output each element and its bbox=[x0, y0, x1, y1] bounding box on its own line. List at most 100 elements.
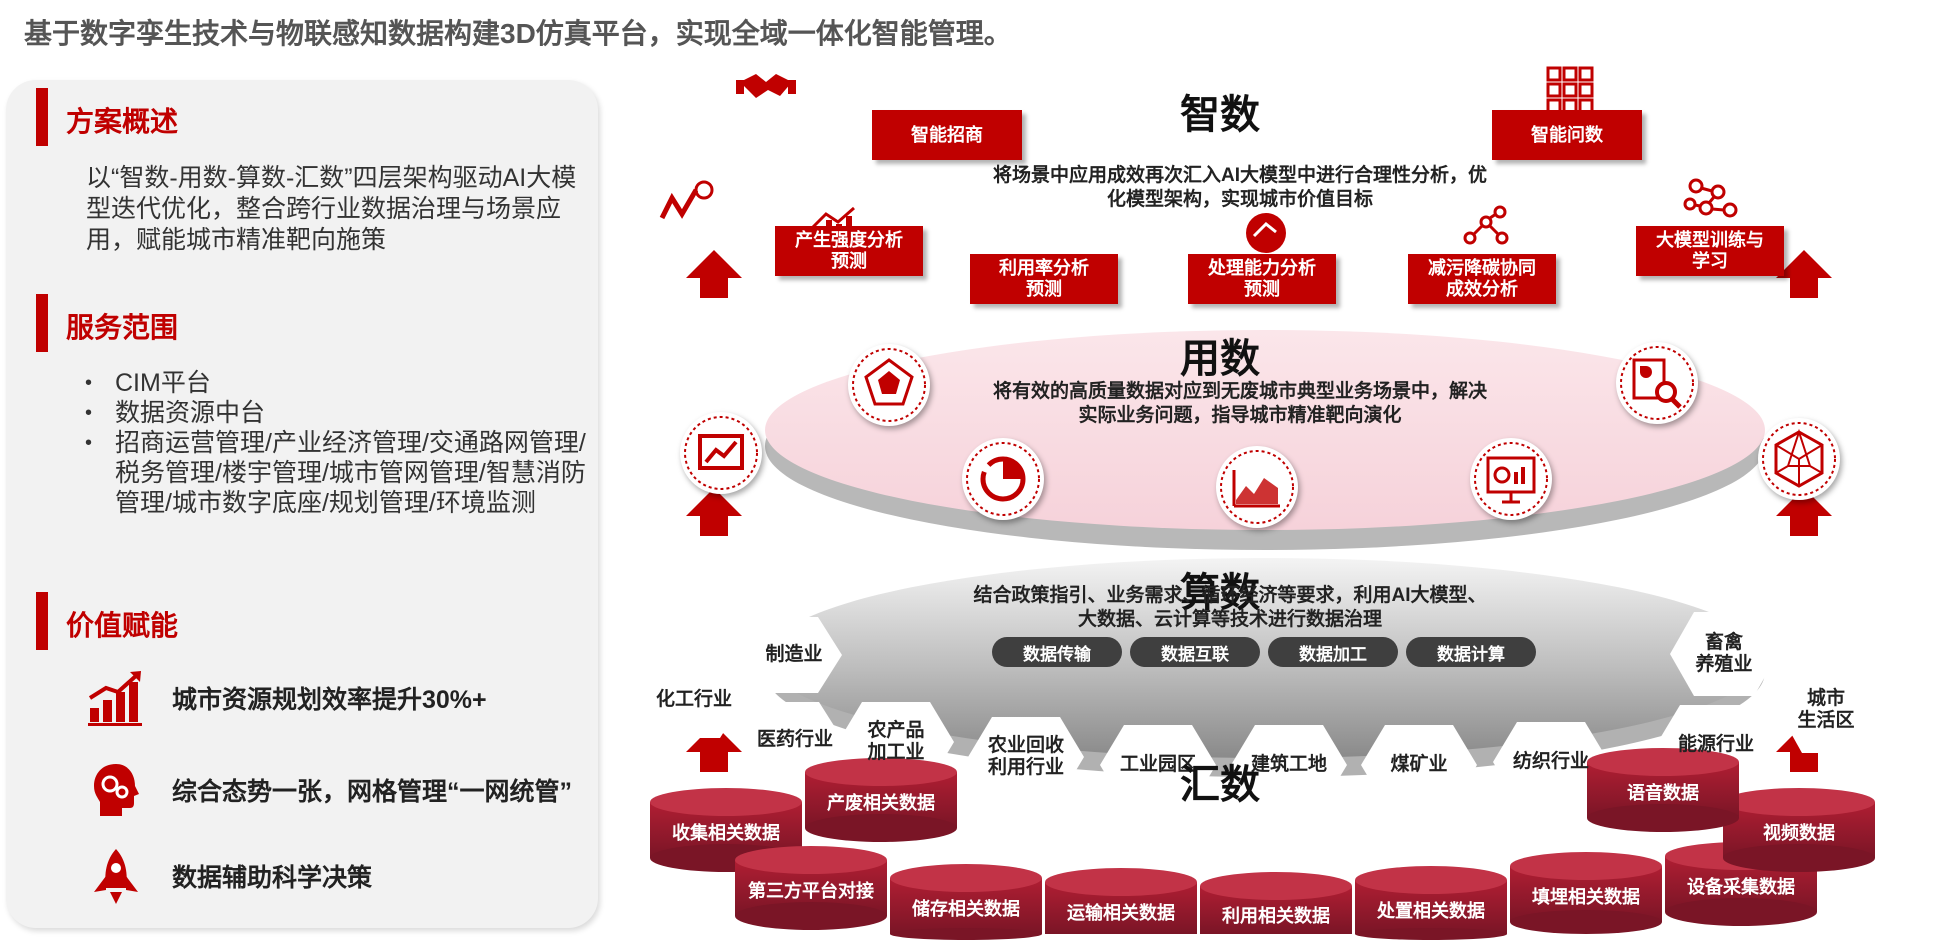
hexagon bbox=[746, 617, 842, 693]
arrow-up-icon bbox=[686, 250, 742, 298]
value-item: 城市资源规划效率提升30%+ bbox=[86, 668, 487, 728]
desc-line: 实际业务问题，指导城市精准靶向演化 bbox=[1078, 405, 1402, 426]
network-icon bbox=[1463, 205, 1509, 245]
value-text: 综合态势一张，网格管理“一网统管” bbox=[172, 778, 573, 806]
data-cylinder bbox=[805, 758, 957, 842]
hexagon bbox=[1493, 722, 1609, 802]
area-chart-icon bbox=[1216, 446, 1298, 528]
yongshu-title: 用数 bbox=[1180, 337, 1260, 381]
suanshu-title: 算数 bbox=[1180, 571, 1260, 615]
value-item: 综合态势一张，网格管理“一网统管” bbox=[86, 760, 572, 820]
desc-line: 结合政策指引、业务需求、循环经济等要求，利用AI大模型、 bbox=[973, 585, 1487, 606]
zhishu-desc: 将场景中应用成效再次汇入AI大模型中进行合理性分析，优 化模型架构，实现城市价值… bbox=[940, 164, 1540, 212]
presentation-icon bbox=[1470, 438, 1552, 520]
data-cylinder bbox=[1510, 852, 1662, 934]
zhishu-box: 处理能力分析预测 bbox=[1188, 254, 1336, 304]
cylinder-group bbox=[650, 748, 1875, 940]
data-source-label: 收集相关数据 bbox=[672, 823, 780, 843]
grid-icon bbox=[1546, 66, 1594, 114]
value-bar bbox=[36, 592, 48, 650]
data-source-label: 处置相关数据 bbox=[1377, 901, 1485, 921]
services-list: CIM平台 数据资源中台 招商运营管理/产业经济管理/交通路网管理/税务管理/楼… bbox=[81, 368, 591, 518]
overview-title: 方案概述 bbox=[66, 106, 179, 137]
industry-label: 农业回收利用行业 bbox=[987, 735, 1064, 778]
desc-line: 将场景中应用成效再次汇入AI大模型中进行合理性分析，优 bbox=[992, 165, 1487, 186]
trend-icon bbox=[659, 180, 714, 220]
industry-label: 化工行业 bbox=[655, 689, 732, 710]
rocket-icon bbox=[94, 849, 138, 904]
molecule-icon bbox=[1683, 178, 1738, 218]
process-pill: 数据传输 bbox=[992, 637, 1122, 667]
data-cylinder bbox=[1587, 748, 1739, 832]
data-source-label: 运输相关数据 bbox=[1067, 903, 1175, 923]
industry-label: 煤矿业 bbox=[1390, 754, 1448, 775]
industry-label: 畜禽养殖业 bbox=[1695, 632, 1753, 675]
polyhedron-icon bbox=[1758, 418, 1840, 500]
hexagon bbox=[1361, 725, 1477, 805]
huishu-title: 汇数 bbox=[1180, 763, 1260, 807]
hexagon bbox=[1778, 667, 1874, 753]
hexagon bbox=[968, 717, 1084, 797]
value-text: 城市资源规划效率提升30%+ bbox=[172, 686, 487, 714]
hexagon bbox=[648, 662, 744, 738]
data-cylinder bbox=[735, 846, 887, 930]
arrow-up-icon bbox=[686, 724, 742, 772]
radar-icon bbox=[848, 344, 930, 426]
gauge-icon bbox=[1246, 213, 1286, 253]
data-source-label: 储存相关数据 bbox=[912, 899, 1020, 919]
arrow-up-icon bbox=[686, 488, 742, 536]
report-search-icon bbox=[1616, 342, 1698, 424]
four-layer-diagram: 智数 将场景中应用成效再次汇入AI大模型中进行合理性分析，优 化模型架构，实现城… bbox=[640, 60, 1900, 940]
hexagon bbox=[747, 702, 843, 778]
data-cylinder bbox=[1200, 872, 1352, 934]
zhishu-box: 大模型训练与学习 bbox=[1636, 226, 1784, 276]
arrow-up-icon bbox=[1776, 488, 1832, 536]
desc-line: 将有效的高质量数据对应到无废城市典型业务场景中，解决 bbox=[992, 381, 1487, 402]
overview-bar bbox=[36, 88, 48, 146]
pie-chart-icon bbox=[962, 438, 1044, 520]
line-chart-icon bbox=[680, 412, 762, 494]
zhishu-box: 智能招商 bbox=[872, 110, 1022, 160]
suanshu-ellipse bbox=[765, 558, 1765, 758]
data-cylinder bbox=[1723, 788, 1875, 872]
process-pill: 数据互联 bbox=[1130, 637, 1260, 667]
data-source-label: 第三方平台对接 bbox=[748, 881, 874, 901]
data-cylinder bbox=[1045, 868, 1197, 934]
industry-label: 建筑工地 bbox=[1250, 754, 1327, 775]
data-source-label: 利用相关数据 bbox=[1222, 906, 1330, 926]
headline: 基于数字孪生技术与物联感知数据构建3D仿真平台，实现全域一体化智能管理。 bbox=[24, 18, 1012, 49]
handshake-icon bbox=[736, 74, 796, 98]
desc-line: 化模型架构，实现城市价值目标 bbox=[1106, 189, 1373, 210]
zhishu-title: 智数 bbox=[1180, 93, 1260, 137]
process-pill: 数据计算 bbox=[1406, 637, 1536, 667]
value-text: 数据辅助科学决策 bbox=[172, 864, 373, 892]
industry-label: 城市生活区 bbox=[1797, 688, 1855, 731]
data-cylinder bbox=[890, 864, 1042, 940]
industry-label: 农产品加工业 bbox=[867, 720, 925, 763]
services-title: 服务范围 bbox=[66, 312, 179, 343]
industry-label: 制造业 bbox=[765, 644, 823, 665]
info-panel: 方案概述 以“智数-用数-算数-汇数”四层架构驱动AI大模型迭代优化，整合跨行业… bbox=[6, 80, 598, 928]
suanshu-desc: 结合政策指引、业务需求、循环经济等要求，利用AI大模型、 大数据、云计算等技术进… bbox=[940, 584, 1520, 632]
hexagon bbox=[1100, 725, 1216, 805]
overview-text: 以“智数-用数-算数-汇数”四层架构驱动AI大模型迭代优化，整合跨行业数据治理与… bbox=[86, 164, 577, 254]
growth-chart-icon bbox=[88, 671, 142, 726]
zhishu-box: 利用率分析预测 bbox=[970, 254, 1118, 304]
process-pill: 数据加工 bbox=[1268, 637, 1398, 667]
hexagon bbox=[1670, 612, 1778, 696]
data-source-label: 设备采集数据 bbox=[1687, 877, 1795, 897]
industry-label: 医药行业 bbox=[756, 729, 833, 750]
data-source-label: 视频数据 bbox=[1763, 823, 1835, 843]
service-item: 招商运营管理/产业经济管理/交通路网管理/税务管理/楼宇管理/城市管网管理/智慧… bbox=[81, 428, 591, 518]
industry-label: 纺织行业 bbox=[1512, 751, 1589, 772]
value-item: 数据辅助科学决策 bbox=[86, 846, 372, 906]
arrow-up-icon bbox=[686, 250, 1832, 772]
industry-label: 能源行业 bbox=[1677, 734, 1754, 755]
zhishu-box: 智能问数 bbox=[1492, 110, 1642, 160]
zhishu-box: 减污降碳协同成效分析 bbox=[1408, 254, 1556, 304]
desc-line: 大数据、云计算等技术进行数据治理 bbox=[1077, 609, 1382, 630]
service-item: CIM平台 bbox=[81, 368, 591, 398]
data-cylinder bbox=[1355, 866, 1507, 940]
data-source-label: 填埋相关数据 bbox=[1532, 887, 1640, 907]
industry-label: 工业园区 bbox=[1119, 754, 1196, 775]
